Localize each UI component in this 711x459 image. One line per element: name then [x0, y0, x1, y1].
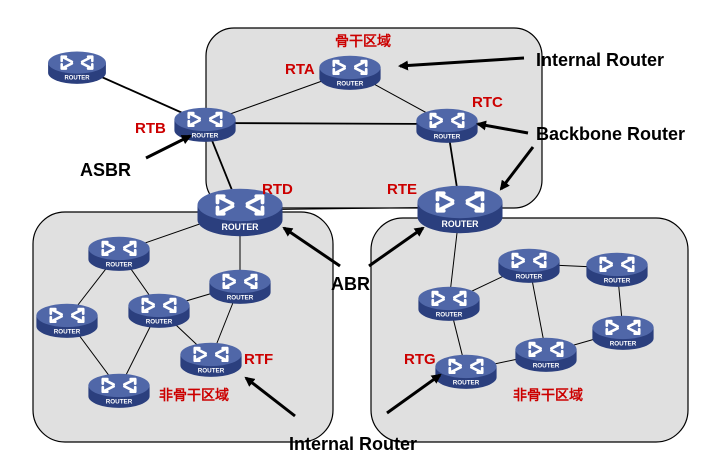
role-internal-router-bottom: Internal Router — [289, 434, 417, 454]
router-text: ROUTER — [604, 277, 631, 284]
arrows — [145, 56, 535, 418]
router-r3[interactable]: ROUTER — [418, 286, 480, 321]
label-rtf: RTF — [244, 351, 273, 368]
router-arrows-icon — [101, 240, 137, 257]
role-asbr: ASBR — [80, 160, 131, 180]
router-text: ROUTER — [222, 222, 260, 232]
backbone-area — [205, 27, 543, 209]
router-l5[interactable]: ROUTER — [88, 373, 150, 408]
arrow-internal-rtg — [386, 373, 442, 415]
router-text: ROUTER — [192, 132, 219, 139]
router-top — [174, 107, 236, 132]
router-top — [88, 373, 150, 398]
router-text: ROUTER — [436, 311, 463, 318]
router-text: ROUTER — [198, 367, 225, 374]
label-rta: RTA — [285, 61, 315, 78]
router-rte[interactable]: ROUTER — [417, 185, 503, 234]
router-text: ROUTER — [54, 328, 81, 335]
router-top — [128, 293, 190, 318]
router-top — [416, 108, 478, 133]
router-arrows-icon — [141, 297, 177, 314]
router-arrows-icon — [60, 55, 94, 70]
router-top — [498, 248, 560, 273]
router-text: ROUTER — [106, 398, 133, 405]
router-top — [48, 51, 106, 74]
router-text: ROUTER — [106, 261, 133, 268]
label-rtg: RTG — [404, 351, 436, 368]
arrow-backbone-rte — [499, 146, 535, 191]
arrow-abr-rtd — [282, 226, 341, 268]
router-l3[interactable]: ROUTER — [128, 293, 190, 328]
router-l4[interactable]: ROUTER — [209, 269, 271, 304]
router-arrows-icon — [448, 358, 484, 375]
router-rtb[interactable]: ROUTER — [174, 107, 236, 142]
router-top — [418, 286, 480, 311]
label-rtc: RTC — [472, 94, 503, 111]
right-area-label: 非骨干区域 — [513, 387, 583, 404]
router-rtg[interactable]: ROUTER — [435, 354, 497, 389]
router-text: ROUTER — [64, 76, 90, 82]
router-arrows-icon — [605, 319, 641, 336]
router-l1[interactable]: ROUTER — [88, 236, 150, 271]
router-arrows-icon — [49, 307, 85, 324]
backbone-area-label: 骨干区域 — [335, 33, 391, 50]
link-rtb-rtc — [204, 122, 448, 125]
router-text: ROUTER — [434, 133, 461, 140]
router-arrows-icon — [431, 290, 467, 307]
router-arrows-icon — [435, 191, 485, 213]
router-text: ROUTER — [453, 379, 480, 386]
arrow-abr-rte — [368, 226, 425, 268]
router-text: ROUTER — [227, 294, 254, 301]
router-arrows-icon — [528, 341, 564, 358]
role-backbone-router: Backbone Router — [536, 124, 685, 144]
router-arrows-icon — [511, 252, 547, 269]
router-arrows-icon — [193, 346, 229, 363]
router-top — [180, 342, 242, 367]
router-r1[interactable]: ROUTER — [498, 248, 560, 283]
role-internal-router-top: Internal Router — [536, 50, 664, 70]
arrow-internal-top — [398, 56, 525, 71]
label-rtd: RTD — [262, 181, 293, 198]
label-rtb: RTB — [135, 120, 166, 137]
label-rte: RTE — [387, 181, 417, 198]
router-top — [209, 269, 271, 294]
router-arrows-icon — [187, 111, 223, 128]
router-arrows-icon — [332, 59, 368, 76]
router-top — [417, 185, 503, 219]
router-r4[interactable]: ROUTER — [515, 337, 577, 372]
role-abr: ABR — [331, 274, 370, 294]
router-top — [88, 236, 150, 261]
router-arrows-icon — [599, 256, 635, 273]
router-top — [319, 55, 381, 80]
routers: ROUTER ROUTER ROUTER ROUTER ROUTER ROUTER ROUT… — [36, 51, 654, 408]
router-arrows-icon — [429, 112, 465, 129]
arrow-asbr — [145, 134, 192, 160]
router-rtd[interactable]: ROUTER — [197, 188, 283, 237]
router-top — [586, 252, 648, 277]
router-arrows-icon — [215, 194, 265, 216]
router-l2[interactable]: ROUTER — [36, 303, 98, 338]
arrow-backbone-rtc — [476, 120, 529, 135]
router-top — [36, 303, 98, 328]
router-arrows-icon — [101, 377, 137, 394]
router-arrows-icon — [222, 273, 258, 290]
router-text: ROUTER — [516, 273, 543, 280]
router-text: ROUTER — [337, 80, 364, 87]
router-r2[interactable]: ROUTER — [586, 252, 648, 287]
arrow-internal-rtf — [244, 376, 296, 418]
router-ext[interactable]: ROUTER — [48, 51, 106, 84]
router-rtf[interactable]: ROUTER — [180, 342, 242, 377]
router-top — [515, 337, 577, 362]
router-rta[interactable]: ROUTER — [319, 55, 381, 90]
router-text: ROUTER — [610, 340, 637, 347]
router-rtc[interactable]: ROUTER — [416, 108, 478, 143]
router-text: ROUTER — [442, 219, 480, 229]
router-top — [435, 354, 497, 379]
left-area-label: 非骨干区域 — [159, 387, 229, 404]
router-text: ROUTER — [146, 318, 173, 325]
router-text: ROUTER — [533, 362, 560, 369]
router-r5[interactable]: ROUTER — [592, 315, 654, 350]
router-top — [592, 315, 654, 340]
